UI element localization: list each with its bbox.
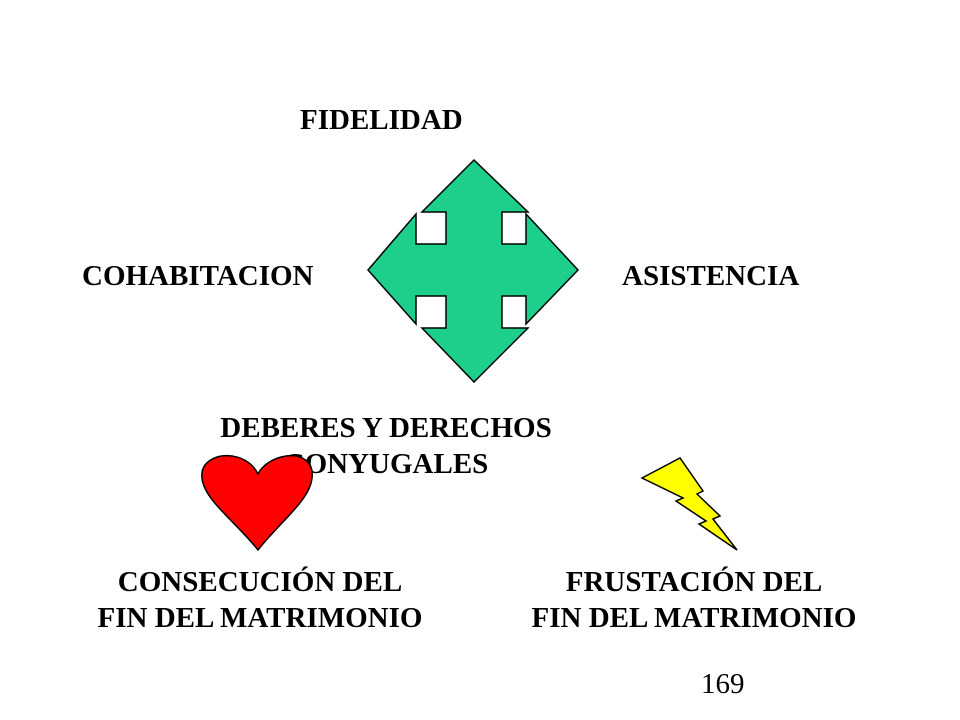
label-cohabitacion: COHABITACION — [82, 260, 314, 292]
page-number: 169 — [701, 668, 745, 700]
lightning-bolt-icon — [640, 457, 738, 551]
label-fidelidad: FIDELIDAD — [300, 104, 463, 136]
label-asistencia: ASISTENCIA — [622, 260, 800, 292]
label-frustacion-line-2: FIN DEL MATRIMONIO — [531, 602, 857, 634]
label-frustacion-line-1: FRUSTACIÓN DEL — [565, 566, 823, 598]
heart-icon — [201, 454, 313, 551]
label-deberes-line-2: CONYUGALES — [283, 448, 489, 480]
four-way-arrow-icon — [367, 158, 580, 384]
label-deberes-derechos: DEBERES Y DERECHOS CONYUGALES — [186, 410, 586, 482]
label-consecucion-line-2: FIN DEL MATRIMONIO — [97, 602, 423, 634]
label-consecucion-line-1: CONSECUCIÓN DEL — [117, 566, 403, 598]
label-frustacion: FRUSTACIÓN DEL FIN DEL MATRIMONIO — [494, 564, 894, 636]
label-consecucion: CONSECUCIÓN DEL FIN DEL MATRIMONIO — [60, 564, 460, 636]
label-deberes-line-1: DEBERES Y DERECHOS — [220, 412, 552, 444]
